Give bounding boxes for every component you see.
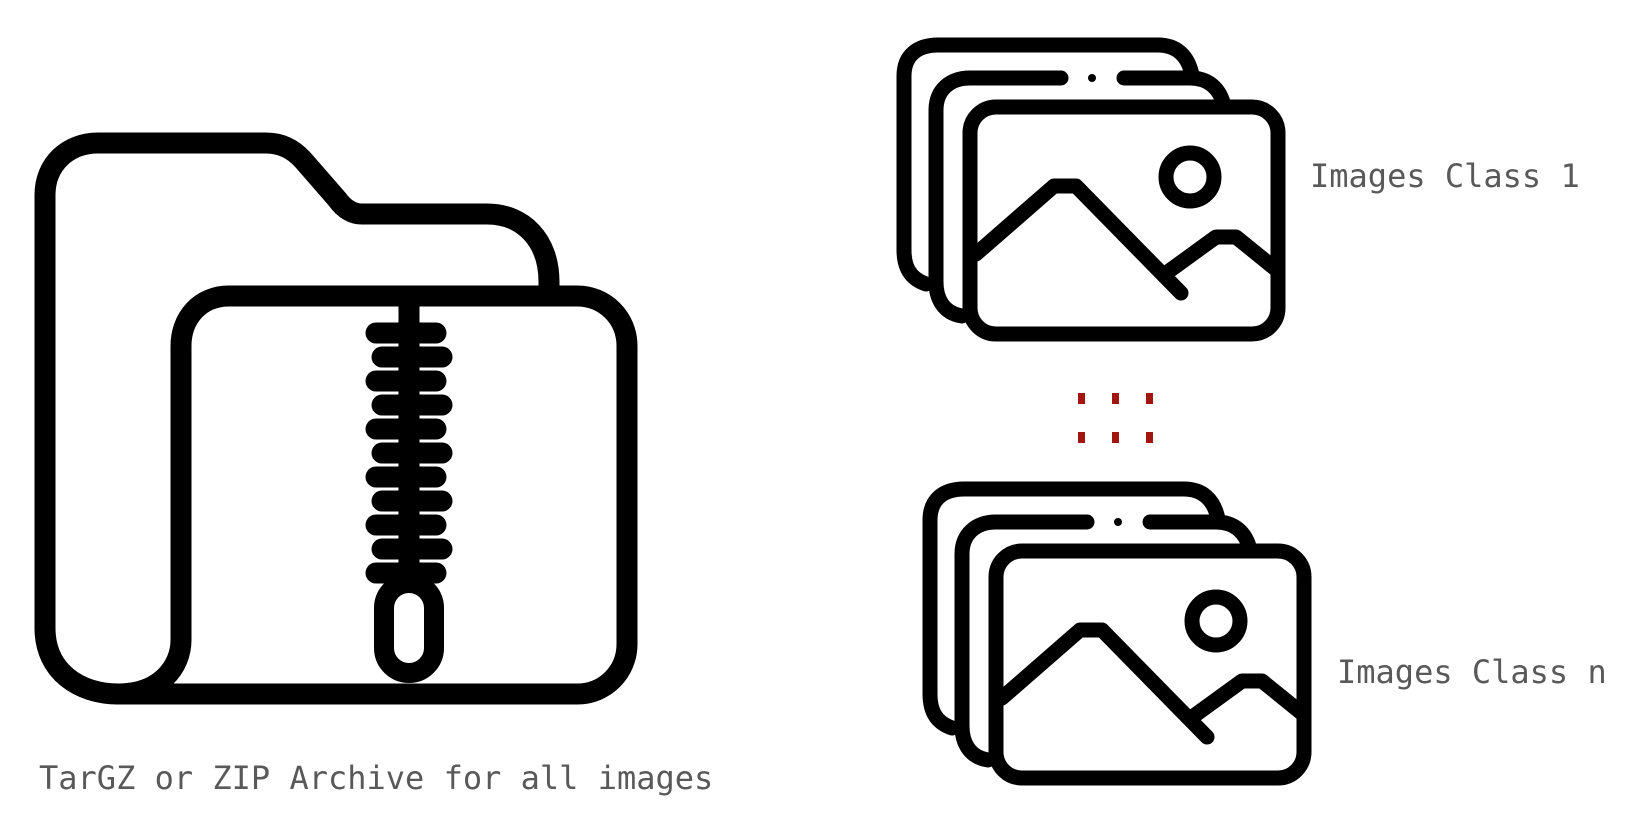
image-stack-icon: [922, 481, 1312, 786]
archive-caption: TarGZ or ZIP Archive for all images: [39, 759, 714, 797]
image-class-n-caption: Images Class n: [1337, 653, 1607, 691]
zip-folder-icon: [34, 132, 638, 705]
zipper-teeth: [365, 322, 453, 584]
image-class-1-caption: Images Class 1: [1310, 157, 1580, 195]
zipper-pull: [374, 573, 444, 683]
image-stack-icon: [896, 37, 1286, 342]
